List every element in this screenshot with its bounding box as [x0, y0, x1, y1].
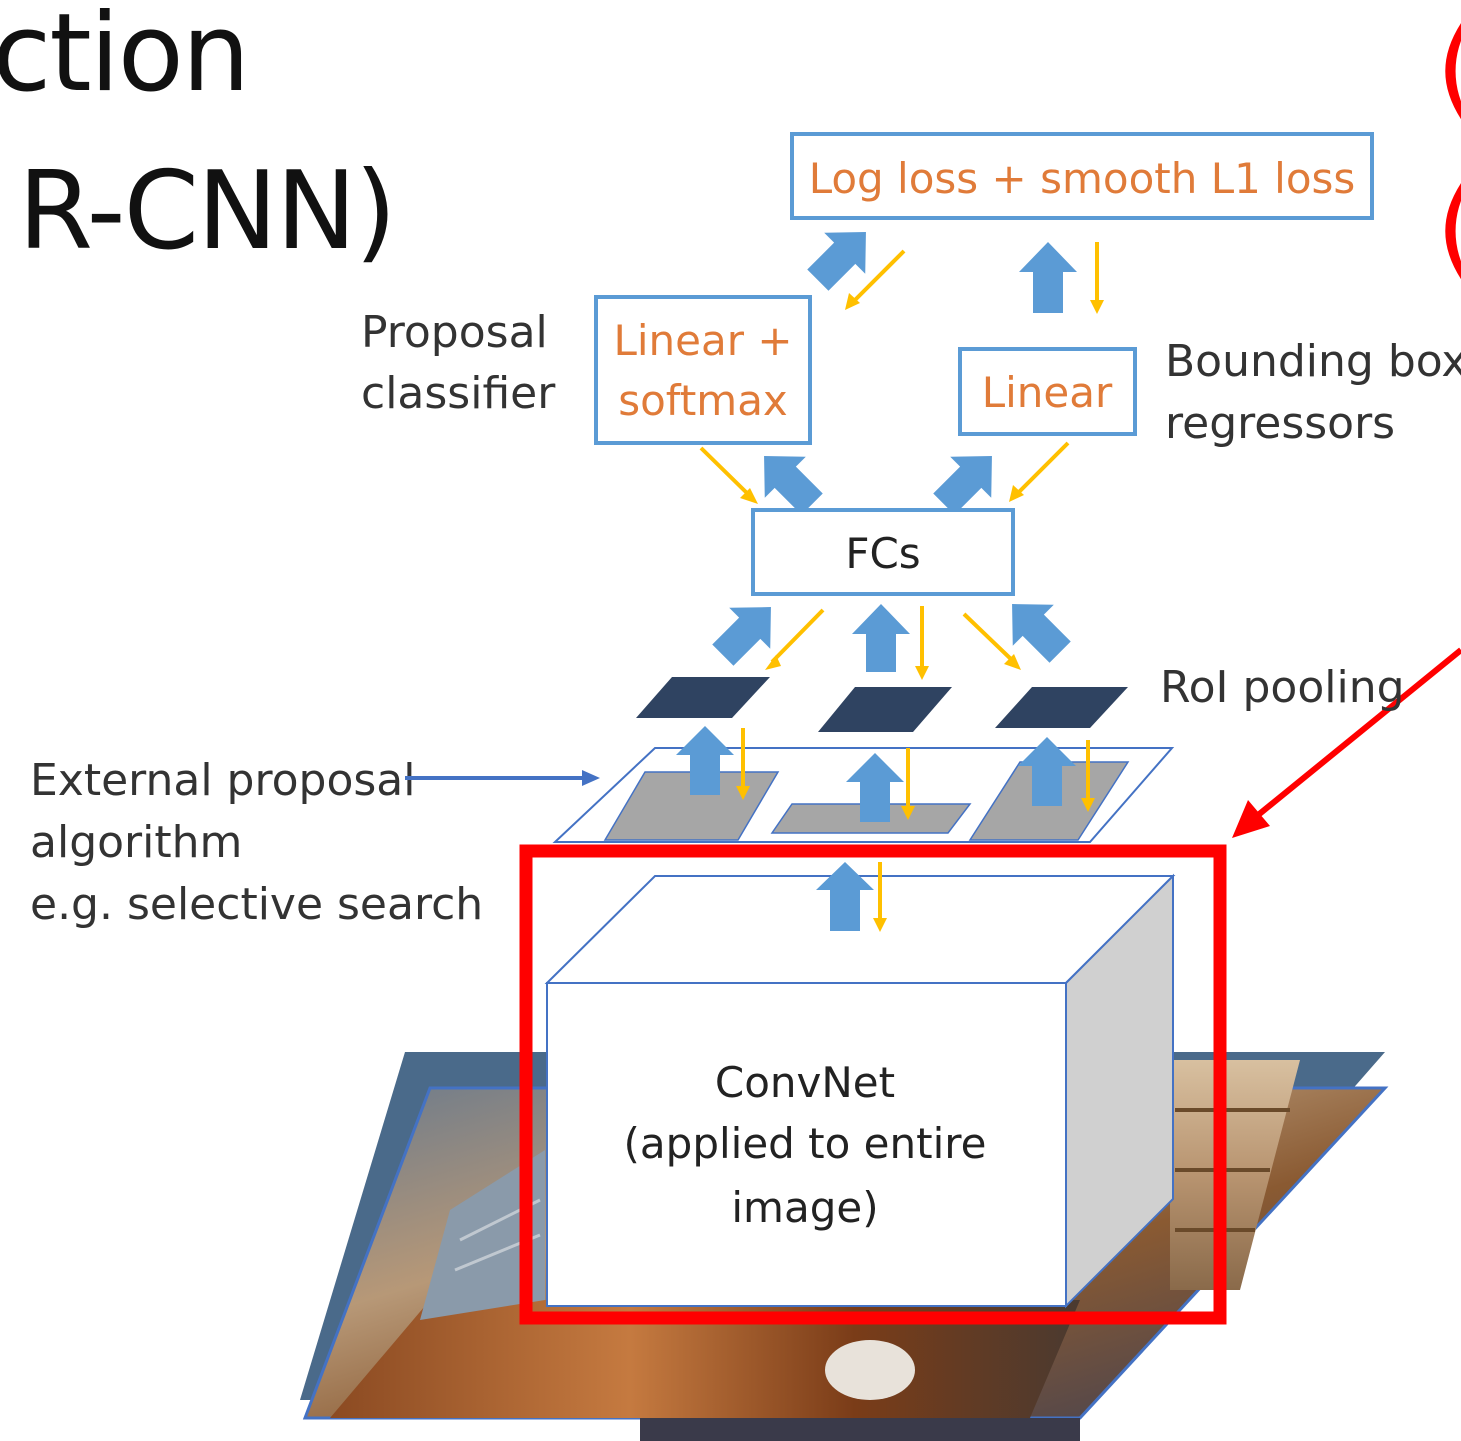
highlight-box	[519, 844, 1227, 1325]
roi-tile-2	[818, 687, 952, 732]
classifier-head-box: Linear + softmax	[594, 295, 812, 445]
forward-arrow-classifier	[764, 456, 823, 515]
fcs-label: FCs	[845, 529, 920, 578]
title-line-2: R-CNN)	[18, 149, 395, 274]
fcs-box-frame	[751, 508, 1015, 596]
roi-pooling-outputs	[636, 677, 1128, 732]
roi-tile-1	[636, 677, 770, 718]
classifier-label-line-2: softmax	[618, 376, 788, 425]
backward-arrows	[699, 242, 1104, 932]
forward-arrow-fc-center	[852, 604, 910, 672]
bbox-regressors-label-line-1: Bounding box	[1165, 336, 1461, 387]
regressor-head-box: Linear	[958, 347, 1137, 436]
forward-arrow-fc-left	[712, 607, 771, 666]
bbox-regressors-label-line-2: regressors	[1165, 398, 1395, 449]
forward-arrow-regressor	[933, 456, 992, 515]
loss-label: Log loss + smooth L1 loss	[809, 154, 1356, 203]
convnet-label-line-2: (applied to entire	[624, 1119, 987, 1168]
regressor-box-frame	[958, 347, 1137, 436]
convnet-label-line-1: ConvNet	[715, 1058, 895, 1107]
external-proposal-label-line-1: External proposal	[30, 755, 415, 806]
forward-arrow-roi-2	[846, 753, 904, 822]
proposal-region-1	[603, 771, 780, 841]
forward-arrow-conv	[816, 862, 874, 931]
external-proposal-arrow	[405, 770, 600, 786]
red-pointer-arrow	[1232, 647, 1461, 838]
red-partial-text-2: (	[1436, 166, 1461, 291]
title-line-1: ction	[0, 0, 248, 116]
roi-tile-3	[995, 687, 1128, 728]
forward-arrow-loss-left	[807, 232, 866, 291]
convnet-label-line-3: image)	[731, 1183, 878, 1232]
input-image-fence-region	[1170, 1060, 1300, 1290]
external-proposal-label-line-3: e.g. selective search	[30, 879, 483, 930]
forward-arrow-fc-right	[1012, 604, 1071, 663]
forward-arrows	[676, 232, 1077, 931]
classifier-label-line-1: Linear +	[613, 316, 792, 365]
input-image-horse-face	[825, 1340, 915, 1400]
regressor-label: Linear	[982, 368, 1113, 417]
loss-box: Log loss + smooth L1 loss	[790, 132, 1374, 220]
input-image-building-region	[420, 1150, 545, 1320]
forward-arrow-loss-right	[1019, 242, 1077, 313]
red-partial-text-1: (	[1436, 6, 1461, 131]
forward-arrow-roi-1	[676, 726, 734, 795]
convnet-front-face	[546, 982, 1067, 1307]
forward-arrow-roi-3	[1018, 737, 1076, 806]
roi-pooling-label: RoI pooling	[1160, 662, 1405, 713]
external-proposal-label-line-2: algorithm	[30, 817, 242, 868]
external-proposal-arrowhead	[582, 770, 600, 786]
proposal-classifier-label-line-2: classifier	[361, 368, 556, 419]
loss-box-frame	[790, 132, 1374, 220]
classifier-box-frame	[594, 295, 812, 445]
fcs-box: FCs	[751, 508, 1015, 596]
proposal-classifier-label-line-1: Proposal	[361, 307, 548, 358]
convnet-block: ConvNet (applied to entire image)	[544, 873, 1176, 1309]
red-arrowhead	[1232, 800, 1270, 838]
